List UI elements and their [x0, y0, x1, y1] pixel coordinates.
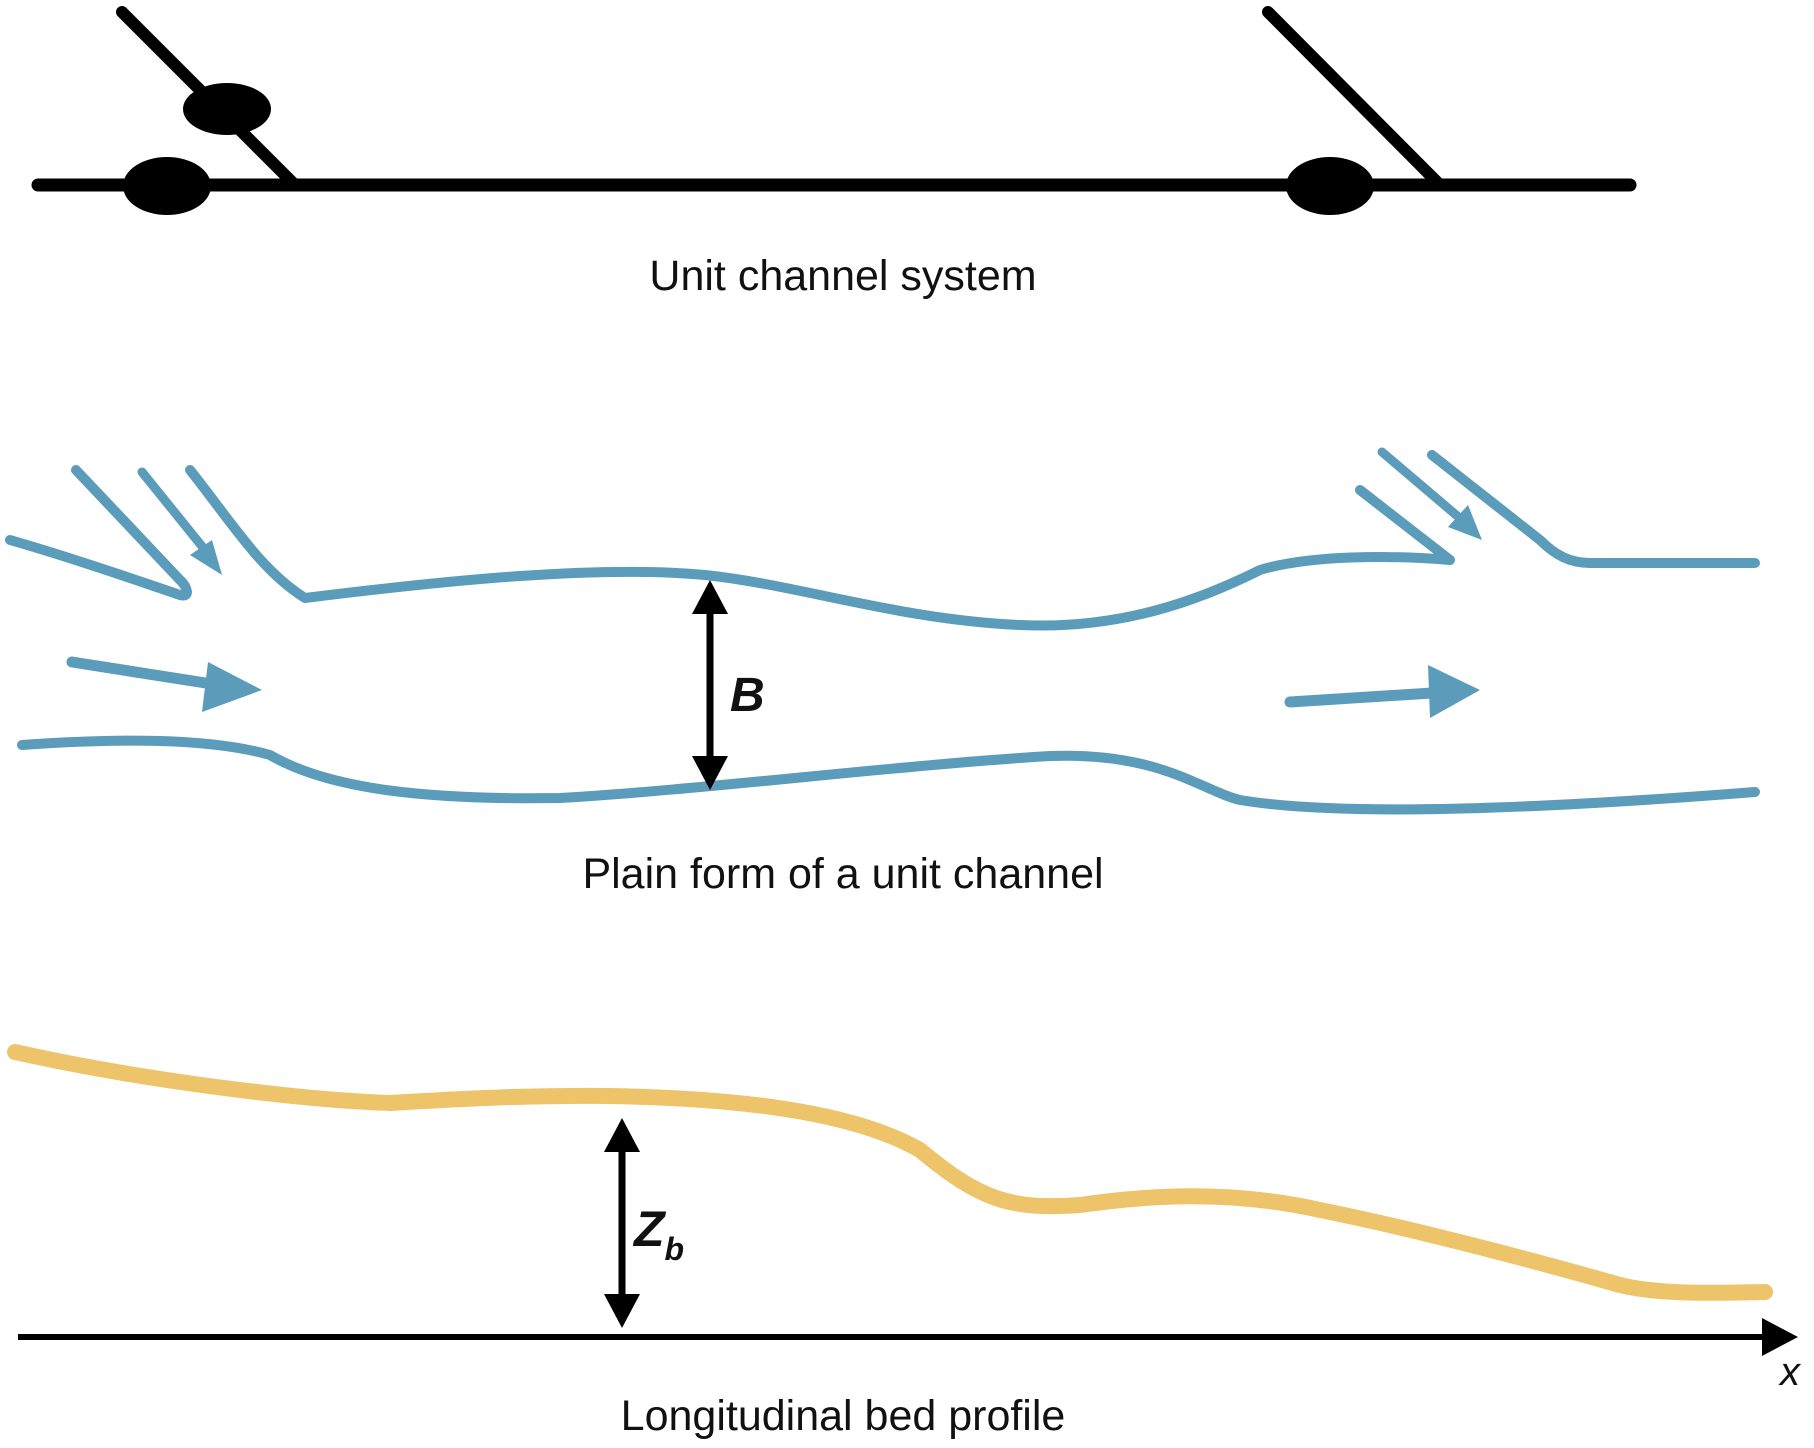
bed-profile-caption: Longitudinal bed profile	[620, 1392, 1066, 1440]
plain-form-caption: Plain form of a unit channel	[582, 850, 1104, 898]
right-flow-arrow	[1284, 665, 1480, 718]
lower-bank	[17, 735, 1760, 815]
elevation-symbol-subscript: b	[664, 1231, 685, 1267]
left-flow-arrow	[66, 656, 262, 712]
elevation-symbol-main: Z	[634, 1201, 665, 1257]
right-small-arrow	[1377, 447, 1482, 540]
bed-profile-curve	[7, 1044, 1773, 1301]
elevation-double-arrow	[604, 1118, 640, 1328]
downstream-node	[1286, 157, 1374, 215]
unit-channel-system-panel	[31, 6, 1637, 215]
plain-form-panel	[5, 447, 1760, 815]
upper-bank	[185, 465, 1455, 631]
upstream-node	[123, 157, 211, 215]
right-tributary-line	[1262, 6, 1446, 191]
width-symbol-b: B	[730, 669, 765, 722]
x-axis	[18, 1318, 1798, 1356]
elevation-symbol-zb: Zb	[634, 1200, 684, 1267]
left-incoming-bank	[5, 465, 192, 601]
x-axis-label: x	[1780, 1350, 1800, 1394]
tributary-node	[183, 83, 271, 135]
right-upper-bank	[1427, 450, 1760, 568]
width-double-arrow	[692, 580, 728, 790]
left-small-arrow	[137, 467, 222, 575]
unit-channel-system-caption: Unit channel system	[649, 252, 1037, 300]
